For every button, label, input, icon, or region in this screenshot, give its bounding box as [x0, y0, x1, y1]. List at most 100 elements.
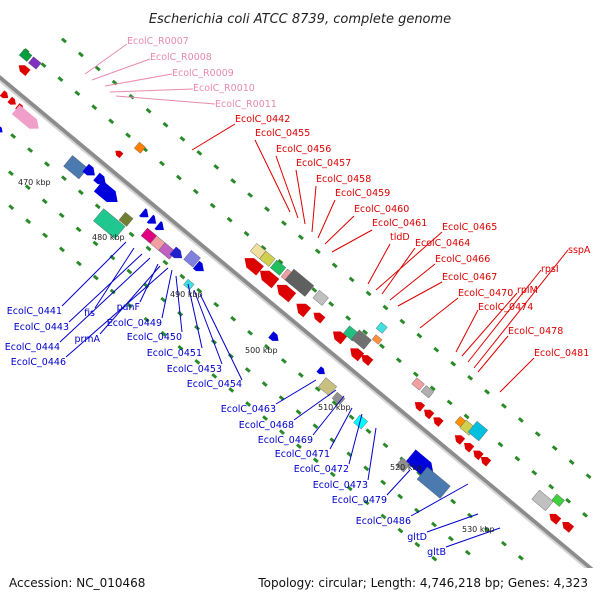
ring-tick-mark — [109, 288, 116, 295]
gene-arrow — [260, 270, 280, 289]
ring-tick-mark — [548, 483, 555, 490]
ring-tick-mark — [365, 428, 372, 435]
leader-line — [375, 231, 443, 291]
gene-label-ecolc-0461: EcolC_0461 — [372, 218, 427, 229]
gene-feature-box — [395, 457, 411, 473]
ring-tick-mark — [59, 246, 65, 253]
ring-tick-mark — [91, 104, 98, 111]
ring-tick-mark — [380, 479, 387, 486]
ring-tick-mark — [464, 549, 471, 556]
leader-line — [161, 269, 173, 319]
ring-tick-mark — [450, 360, 457, 367]
leader-line — [68, 253, 143, 323]
ring-tick-mark — [60, 175, 67, 182]
leader-line — [94, 247, 135, 309]
ring-tick-mark — [517, 417, 524, 423]
ring-tick-mark — [108, 118, 115, 125]
ring-tick-mark — [177, 344, 184, 351]
ring-tick-mark — [397, 493, 404, 500]
leader-line — [84, 43, 128, 75]
ring-tick-mark — [331, 262, 338, 269]
ring-tick-mark — [128, 231, 135, 238]
ring-tick-mark — [412, 371, 419, 378]
ring-tick-mark — [179, 135, 186, 142]
leader-line — [193, 289, 223, 365]
ring-tick-mark — [228, 387, 235, 393]
gene-arrow — [454, 435, 466, 445]
gene-arrow — [549, 513, 562, 525]
leader-line — [275, 155, 299, 219]
ring-tick-mark — [192, 188, 199, 195]
leader-line — [455, 309, 479, 353]
gene-arrow — [333, 331, 347, 345]
leader-line — [115, 95, 216, 105]
gene-arrow — [169, 246, 183, 259]
gene-label-ecolc-0481: EcolC_0481 — [534, 348, 589, 359]
ring-tick-mark — [346, 485, 353, 492]
ring-tick-mark — [551, 445, 558, 451]
gene-label-ecolc-0456: EcolC_0456 — [276, 144, 331, 155]
ring-tick-mark — [484, 526, 490, 533]
gene-arrow — [192, 260, 204, 272]
leader-line — [317, 199, 336, 239]
ring-tick-mark — [297, 234, 304, 241]
gene-label-ecolc-r0007: EcolC_R0007 — [127, 36, 189, 47]
gene-label-ecolc-0463: EcolC_0463 — [221, 404, 276, 415]
leader-line — [187, 283, 203, 349]
gene-label-ecolc-0471: EcolC_0471 — [275, 449, 330, 460]
ring-tick-mark — [279, 429, 285, 435]
leader-line — [312, 395, 345, 436]
ruler-tick-label: 520 kbp — [390, 463, 423, 472]
gene-feature-box — [331, 391, 346, 406]
ring-tick-mark — [297, 372, 304, 378]
ring-tick-mark — [145, 245, 152, 252]
gene-feature-box — [183, 249, 201, 268]
gene-arrow — [473, 450, 484, 461]
ruler-tick-label: 480 kbp — [92, 233, 125, 242]
accession-text: Accession: NC_010468 — [9, 576, 145, 590]
gene-features — [0, 48, 575, 533]
ring-tick-mark — [194, 359, 201, 365]
gene-arrow — [361, 355, 374, 366]
gene-label-tldd: tldD — [390, 232, 410, 243]
topology-text: Topology: circular; Length: 4,746,218 bp… — [257, 576, 588, 590]
gene-arrow — [0, 124, 3, 133]
ring-tick-mark — [379, 343, 385, 350]
leader-line — [367, 243, 391, 285]
gene-label-ecolc-0469: EcolC_0469 — [258, 435, 313, 446]
ring-tick-mark — [162, 121, 169, 128]
gene-arrow — [154, 221, 164, 231]
ring-tick-mark — [247, 192, 254, 198]
genome-backbone — [0, 75, 600, 580]
gene-feature-box — [375, 321, 388, 334]
ring-tick-mark — [345, 315, 352, 321]
gene-arrow — [480, 456, 492, 467]
ring-tick-mark — [314, 386, 321, 392]
gene-arrow — [350, 348, 365, 362]
ring-tick-mark — [92, 274, 99, 281]
gene-label-gltd: gltD — [407, 532, 427, 543]
leader-line — [65, 267, 169, 358]
leader-line — [99, 265, 161, 335]
gene-arrow — [464, 442, 475, 453]
gene-arrow — [268, 331, 279, 341]
ruler-tick-label: 490 kbp — [170, 290, 203, 299]
ring-tick-mark — [77, 189, 84, 196]
ring-tick-mark — [42, 232, 49, 239]
ring-tick-mark — [447, 535, 454, 542]
ring-tick-mark — [431, 555, 438, 562]
gene-label-ecolc-0446: EcolC_0446 — [11, 357, 66, 368]
gene-arrow — [424, 409, 435, 420]
ring-tick-mark — [226, 216, 233, 223]
gene-arrow — [0, 90, 9, 99]
ring-tick-mark — [213, 164, 220, 170]
gene-label-ecolc-0443: EcolC_0443 — [14, 322, 69, 333]
ring-tick-mark — [162, 259, 169, 266]
gene-feature-box — [467, 420, 489, 442]
ring-tick-mark — [126, 268, 133, 275]
ring-tick-mark — [24, 184, 31, 191]
genome-backbone-shadow — [0, 80, 600, 581]
ring-tick-mark — [329, 471, 336, 478]
map-title: Escherichia coli ATCC 8739, complete gen… — [149, 12, 451, 27]
gene-arrow — [313, 312, 326, 324]
